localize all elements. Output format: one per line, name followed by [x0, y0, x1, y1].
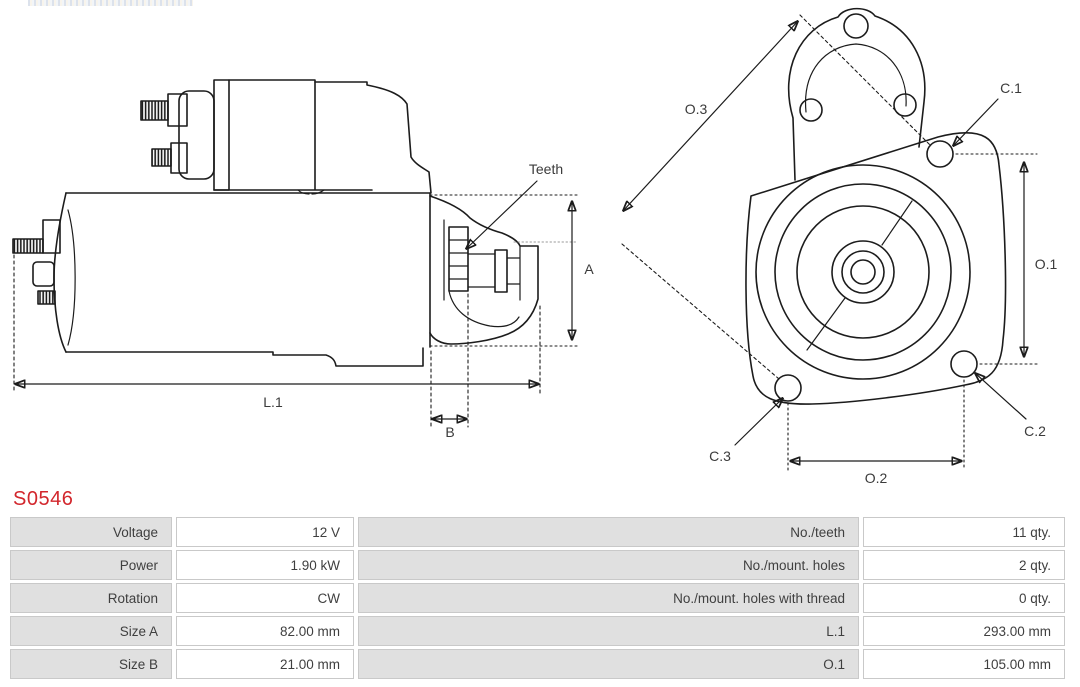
label-size-b: B: [445, 424, 454, 440]
label-size-a: A: [584, 261, 594, 277]
label-c1: C.1: [1000, 80, 1022, 96]
spec-table: Voltage 12 V No./teeth 11 qty. Power 1.9…: [10, 517, 1065, 679]
spec-power-value: 1.90 kW: [176, 550, 354, 580]
label-c2: C.2: [1024, 423, 1046, 439]
label-o1: O.1: [1035, 256, 1058, 272]
spec-size-a-value: 82.00 mm: [176, 616, 354, 646]
side-view-dimensions: Teeth A L.1 B: [13, 161, 594, 440]
part-number: S0546: [13, 488, 74, 510]
spec-o1-label: O.1: [358, 649, 859, 679]
spec-size-b-value: 21.00 mm: [176, 649, 354, 679]
spec-teeth-label: No./teeth: [358, 517, 859, 547]
spec-voltage-value: 12 V: [176, 517, 354, 547]
spec-mount-holes-value: 2 qty.: [863, 550, 1065, 580]
label-teeth: Teeth: [529, 161, 563, 177]
spec-l1-value: 293.00 mm: [863, 616, 1065, 646]
technical-drawing: Teeth A L.1 B: [12, 7, 1058, 486]
spec-size-b-label: Size B: [10, 649, 172, 679]
spec-l1-label: L.1: [358, 616, 859, 646]
spec-voltage-label: Voltage: [10, 517, 172, 547]
spec-mount-holes-label: No./mount. holes: [358, 550, 859, 580]
label-o2: O.2: [865, 470, 888, 486]
spec-size-a-label: Size A: [10, 616, 172, 646]
spec-rotation-label: Rotation: [10, 583, 172, 613]
side-view-motor: [12, 79, 539, 367]
label-c3: C.3: [709, 448, 731, 464]
spec-teeth-value: 11 qty.: [863, 517, 1065, 547]
label-o3: O.3: [685, 101, 708, 117]
top-edge-artifact: [28, 0, 193, 6]
front-view-housing: [745, 7, 1007, 405]
front-view-dimensions: O.3 C.1 O.1 C.3 C.2 O.2: [621, 14, 1058, 486]
spec-o1-value: 105.00 mm: [863, 649, 1065, 679]
spec-mount-holes-thread-value: 0 qty.: [863, 583, 1065, 613]
spec-mount-holes-thread-label: No./mount. holes with thread: [358, 583, 859, 613]
spec-power-label: Power: [10, 550, 172, 580]
spec-rotation-value: CW: [176, 583, 354, 613]
label-l1: L.1: [263, 394, 283, 410]
